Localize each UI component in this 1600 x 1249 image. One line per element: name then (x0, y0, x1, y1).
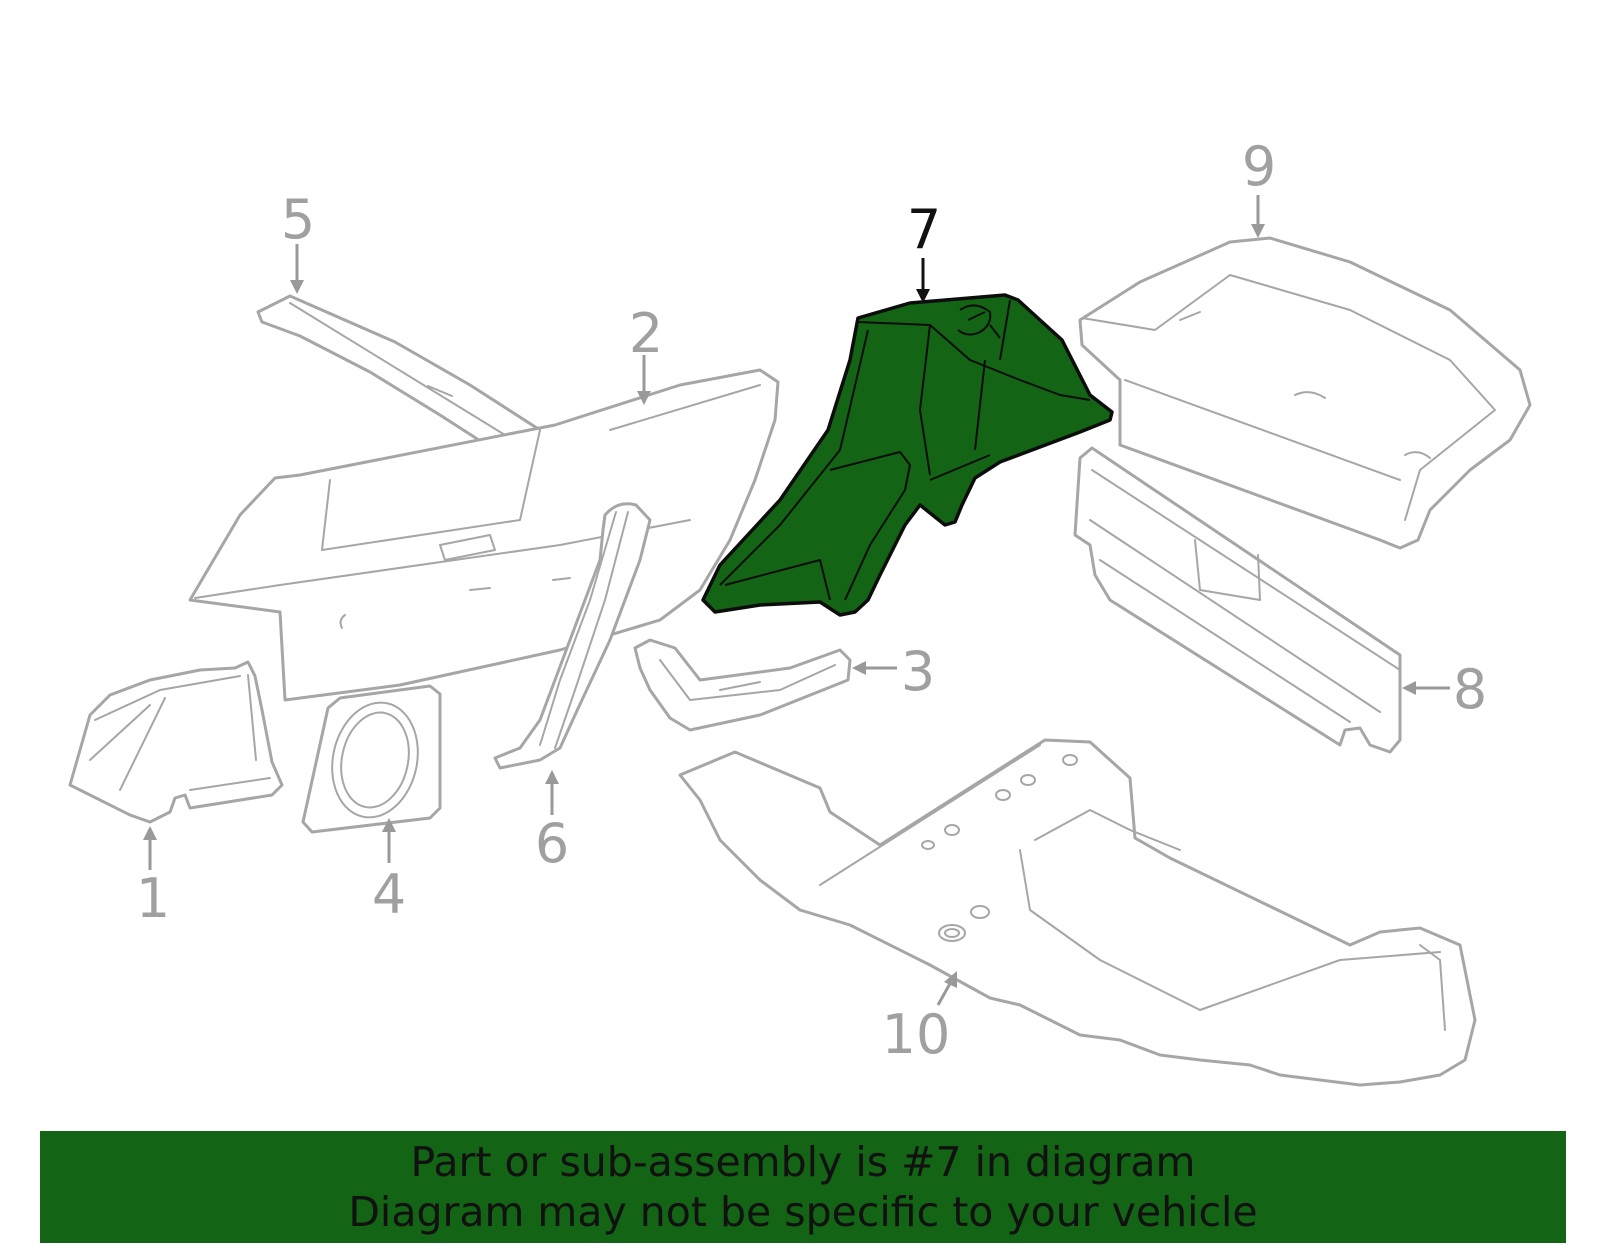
part-8[interactable] (1073, 446, 1402, 754)
part-3[interactable] (633, 638, 852, 732)
part-1[interactable] (68, 660, 284, 824)
part-2[interactable] (188, 368, 780, 702)
callout-1: 1 (136, 867, 170, 930)
part-7[interactable] (701, 293, 1114, 617)
callout-4: 4 (372, 863, 406, 926)
callout-8: 8 (1453, 658, 1487, 721)
part-10[interactable] (678, 738, 1477, 1087)
callout-7: 7 (907, 198, 941, 261)
callout-9: 9 (1242, 135, 1276, 198)
callout-10: 10 (882, 1003, 951, 1066)
callout-5: 5 (281, 188, 315, 251)
callout-2: 2 (629, 302, 663, 365)
part-6[interactable] (493, 502, 652, 770)
info-banner: Part or sub-assembly is #7 in diagram Di… (40, 1131, 1566, 1243)
callout-3: 3 (901, 640, 935, 703)
callout-arrows (143, 195, 1450, 1006)
callout-6: 6 (535, 812, 569, 875)
part-9[interactable] (1078, 236, 1532, 550)
banner-line-2: Diagram may not be specific to your vehi… (348, 1188, 1258, 1236)
part-4[interactable] (301, 684, 442, 834)
banner-line-1: Part or sub-assembly is #7 in diagram (410, 1138, 1196, 1186)
